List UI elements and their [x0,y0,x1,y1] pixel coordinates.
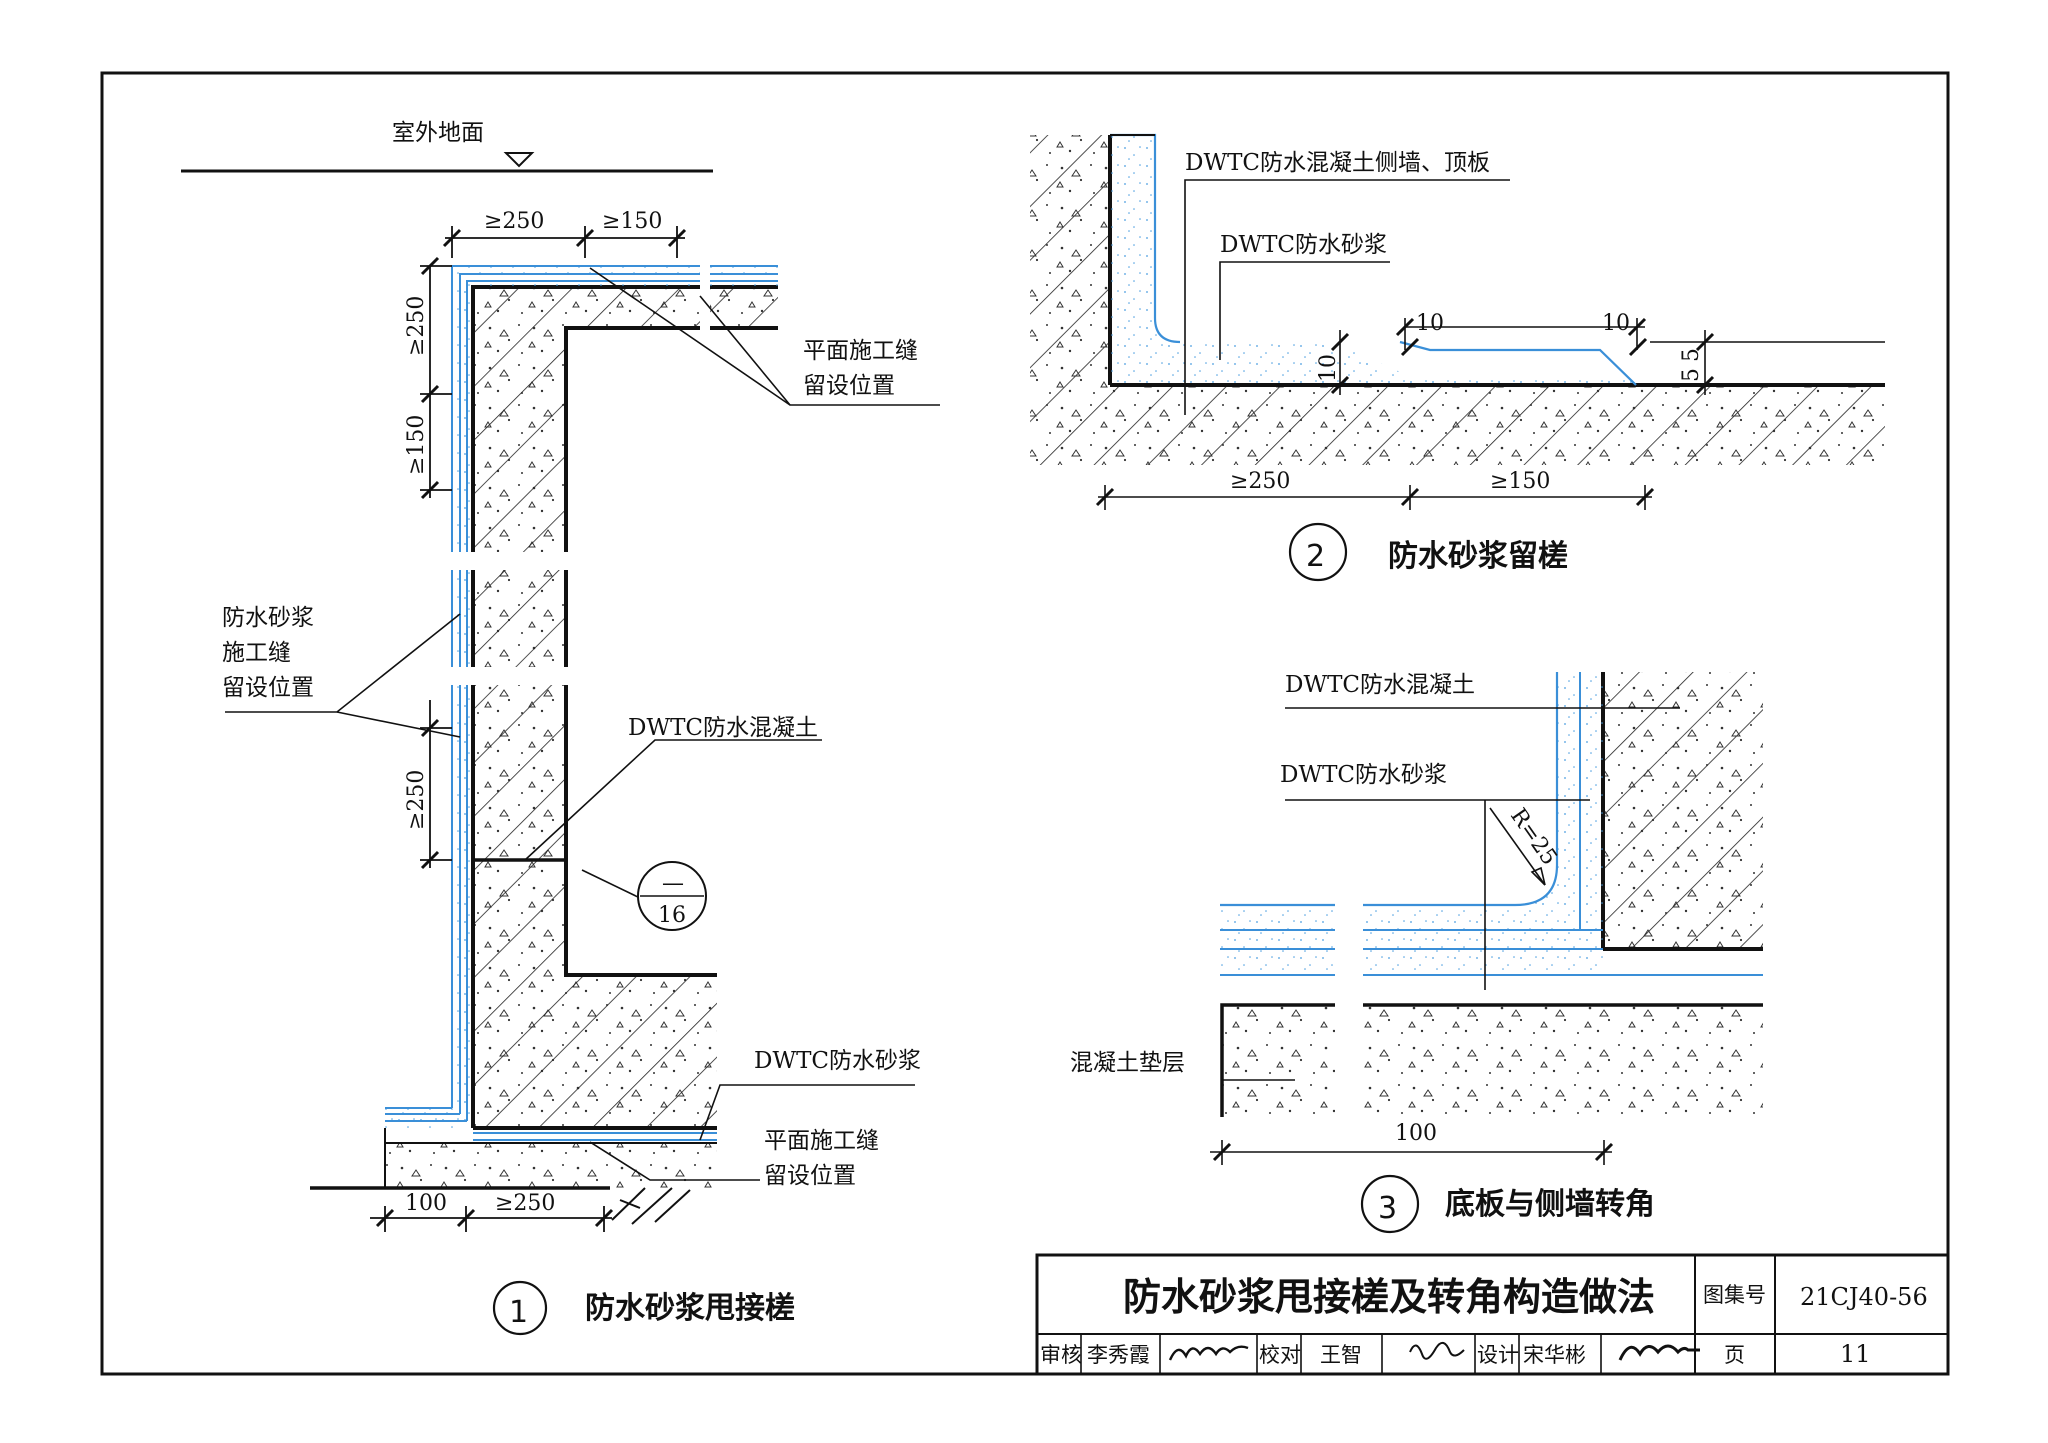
mortar-joint-label-1: 防水砂浆 [222,605,314,631]
cushion-concrete [1222,1005,1763,1117]
mortar-step [1110,135,1646,385]
checker-signature [1409,1341,1465,1360]
joint-bottom-label-2: 留设位置 [764,1163,856,1189]
dim-250: ≥250 [1230,469,1290,494]
mortar-joint-label-3: 留设位置 [222,675,314,701]
mortar-label: DWTC防水砂浆 [754,1048,921,1074]
earth-hatch [611,1187,691,1225]
wall-label: DWTC防水混凝土侧墙、顶板 [1185,150,1490,176]
concrete-label-3: DWTC防水混凝土 [1285,672,1475,698]
dim-bottom-100: 100 [405,1191,447,1216]
designer-name: 宋华彬 [1523,1343,1586,1367]
ground-label: 室外地面 [392,120,484,146]
dim-10b: 10 [1602,311,1630,336]
joint-bottom-label-1: 平面施工缝 [764,1128,879,1154]
joint-top-label-2: 留设位置 [803,373,895,399]
page-number: 11 [1840,1340,1871,1368]
page-label: 页 [1724,1343,1745,1367]
sheet-title: 防水砂浆甩接槎及转角构造做法 [1123,1275,1655,1319]
ground-symbol [503,152,535,168]
check-label: 校对 [1259,1343,1301,1367]
review-label: 审核 [1040,1343,1082,1367]
corner-mortar [1220,672,1603,975]
detail-caption: 防水砂浆甩接槎 [585,1291,795,1326]
joint-top-label-1: 平面施工缝 [803,338,918,364]
detail-number: 1 [509,1295,528,1330]
detail-caption-3: 底板与侧墙转角 [1445,1187,1655,1222]
sheet-border [100,71,1950,1376]
dim-10v: 10 [1316,354,1341,382]
atlas-number: 21CJ40-56 [1800,1283,1928,1311]
detail-2: 10 10 10 5 5 ≥250 ≥150 DWTC防水混凝土侧墙、顶板 DW… [1030,133,1885,582]
detail-number-2: 2 [1306,539,1325,574]
detail-3: DWTC防水混凝土 DWTC防水砂浆 R=25 混凝土垫层 100 3 底板与侧… [1070,672,1763,1234]
radius-label: R=25 [1505,804,1562,870]
mortar-label-2: DWTC防水砂浆 [1220,232,1387,258]
mortar-joint-label-2: 施工缝 [222,640,291,666]
dim-150: ≥150 [1490,469,1550,494]
dim-top-250: ≥250 [484,209,544,234]
checker-name: 王智 [1320,1343,1362,1367]
detail-number-3: 3 [1378,1191,1397,1226]
title-block [1035,1253,1950,1376]
detail-ref-top: — [662,871,684,896]
design-label: 设计 [1477,1343,1519,1367]
cushion-layer [385,1143,717,1188]
dim-left-250b: ≥250 [404,770,429,830]
detail-number-circle [492,1280,548,1336]
dim-top-150: ≥150 [602,209,662,234]
detail-caption-2: 防水砂浆留槎 [1388,539,1568,574]
mortar-layer [385,266,778,1128]
mortar-label-3: DWTC防水砂浆 [1280,762,1447,788]
concrete-label: DWTC防水混凝土 [628,715,818,741]
reviewer-name: 李秀霞 [1087,1343,1150,1367]
detail-ref-bottom: 16 [658,903,686,928]
dim-left-250: ≥250 [404,296,429,356]
detail-number-circle-2 [1288,522,1348,582]
dim-100: 100 [1395,1121,1437,1146]
reviewer-signature [1168,1345,1249,1361]
dim-bottom-250: ≥250 [495,1191,555,1216]
dim-left-150: ≥150 [404,415,429,475]
detail-1: 室外地面 [181,120,940,1336]
dim-5a: 5 [1679,348,1704,362]
designer-signature [1618,1344,1700,1361]
detail-number-circle-3 [1360,1174,1420,1234]
atlas-label: 图集号 [1703,1283,1766,1307]
dim-5b: 5 [1679,368,1704,382]
dim-10a: 10 [1416,311,1444,336]
cushion-label: 混凝土垫层 [1070,1050,1185,1076]
